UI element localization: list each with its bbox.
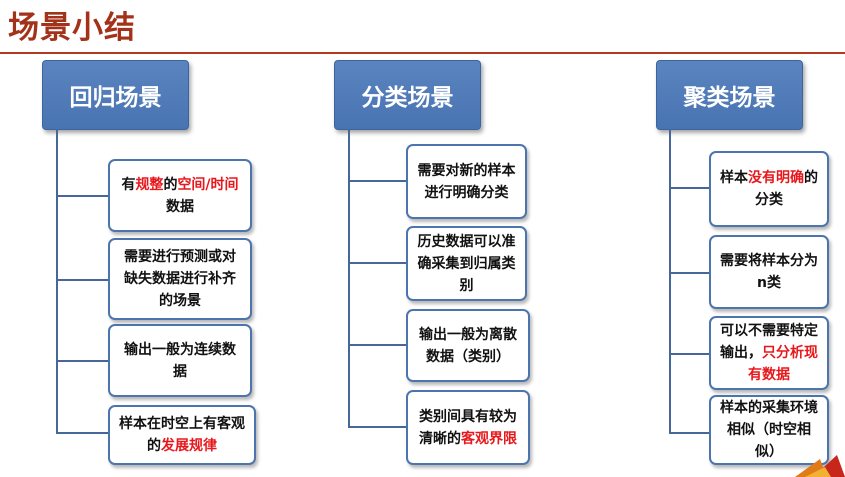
item-text-segment: 需要对新的样本进行明确分类 <box>417 162 516 201</box>
item-text-segment: 有 <box>121 176 136 193</box>
item-text-segment: 样本 <box>720 170 748 186</box>
regression-item-3: 输出一般为连续数据 <box>108 324 252 397</box>
item-text: 需要进行预测或对缺失数据进行补齐的场景 <box>118 246 242 312</box>
item-text: 可以不需要特定输出，只分析现有数据 <box>719 320 819 386</box>
highlight-text: 客观界限 <box>461 430 517 447</box>
item-text-segment: 历史数据可以准确采集到归属类别 <box>417 233 516 294</box>
item-text-segment: 的分类 <box>755 170 818 208</box>
item-text: 样本没有明确的分类 <box>719 167 819 211</box>
item-text-segment: 类别间具有较为清晰的 <box>419 408 517 447</box>
heading-classification: 分类场景 <box>334 60 481 130</box>
connector-branch <box>56 279 109 281</box>
title-divider <box>0 52 845 54</box>
item-text-segment: 的 <box>163 176 178 193</box>
item-text-segment: 样本在时空上有客观的 <box>119 416 245 454</box>
heading-clustering: 聚类场景 <box>656 60 803 130</box>
highlight-text: 只分析现有数据 <box>748 345 818 383</box>
item-text: 需要对新的样本进行明确分类 <box>416 160 517 204</box>
connector-branch <box>348 180 406 182</box>
item-text-segment: 输出一般为连续数据 <box>124 341 236 380</box>
classification-item-3: 输出一般为离散数据（类别） <box>406 309 530 382</box>
connector-branch <box>669 353 709 355</box>
connector-branch <box>669 272 709 274</box>
clustering-item-2: 需要将样本分为n类 <box>709 235 829 309</box>
item-text: 输出一般为离散数据（类别） <box>416 324 520 368</box>
item-text-segment: 需要将样本分为n类 <box>720 253 818 291</box>
item-text-segment: 样本的采集环境相似（时空相似） <box>720 400 818 460</box>
connector-branch <box>348 344 406 346</box>
connector-trunk-regression <box>56 129 58 434</box>
connector-branch <box>56 360 109 362</box>
item-text-segment: 需要进行预测或对缺失数据进行补齐的场景 <box>124 249 236 309</box>
page-title: 场景小结 <box>8 10 136 46</box>
connector-branch <box>56 195 109 197</box>
connector-branch <box>669 432 709 434</box>
item-text-segment: 输出一般为离散数据（类别） <box>419 326 517 365</box>
item-text-segment: 数据 <box>166 198 194 215</box>
connector-branch <box>669 187 709 189</box>
classification-item-1: 需要对新的样本进行明确分类 <box>406 144 527 219</box>
item-text: 输出一般为连续数据 <box>118 339 242 383</box>
clustering-item-1: 样本没有明确的分类 <box>709 151 829 227</box>
regression-item-2: 需要进行预测或对缺失数据进行补齐的场景 <box>108 238 252 320</box>
item-text: 历史数据可以准确采集到归属类别 <box>416 231 517 297</box>
heading-regression: 回归场景 <box>42 60 189 130</box>
corner-decoration <box>795 455 845 477</box>
connector-branch <box>56 432 109 434</box>
highlight-text: 没有明确 <box>748 170 804 186</box>
clustering-item-4: 样本的采集环境相似（时空相似） <box>709 395 829 465</box>
item-text: 样本在时空上有客观的发展规律 <box>118 413 246 457</box>
classification-item-2: 历史数据可以准确采集到归属类别 <box>406 226 527 301</box>
regression-item-4: 样本在时空上有客观的发展规律 <box>108 405 256 465</box>
connector-trunk-classification <box>348 129 350 428</box>
classification-item-4: 类别间具有较为清晰的客观界限 <box>406 390 530 465</box>
connector-branch <box>348 426 406 428</box>
item-text: 类别间具有较为清晰的客观界限 <box>416 406 520 450</box>
highlight-text: 规整 <box>135 176 164 193</box>
item-text: 需要将样本分为n类 <box>719 250 819 294</box>
highlight-text: 发展规律 <box>161 438 217 454</box>
clustering-item-3: 可以不需要特定输出，只分析现有数据 <box>709 316 829 390</box>
item-text: 有规整的空间/时间数据 <box>118 174 242 218</box>
item-text: 样本的采集环境相似（时空相似） <box>719 397 819 463</box>
connector-branch <box>348 262 406 264</box>
regression-item-1: 有规整的空间/时间数据 <box>108 159 252 232</box>
highlight-text: 空间/时间 <box>177 176 239 193</box>
connector-trunk-clustering <box>669 129 671 434</box>
item-text-segment: 可以不需要特定输出， <box>720 323 818 361</box>
